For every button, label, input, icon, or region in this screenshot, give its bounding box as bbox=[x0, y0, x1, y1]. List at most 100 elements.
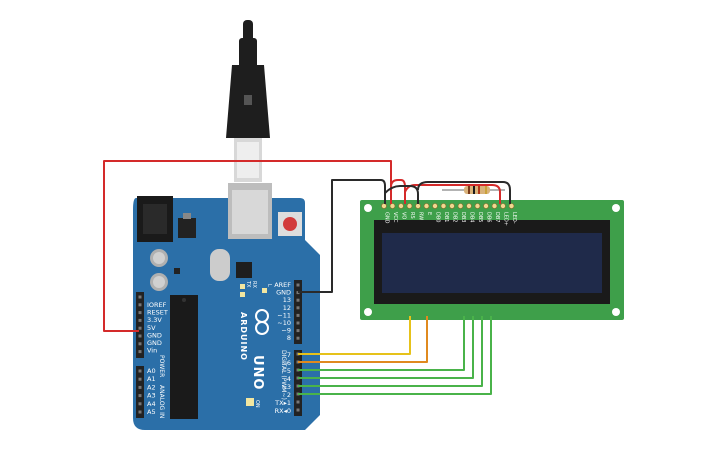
header-pin bbox=[296, 283, 300, 287]
header-pin bbox=[138, 385, 142, 389]
power-section-label: POWER bbox=[158, 355, 165, 377]
top-pin-label: 12 bbox=[283, 304, 291, 312]
analog-pin-label: A1 bbox=[147, 375, 156, 383]
wire-gnd-black bbox=[298, 179, 386, 293]
lcd-pin-label: DB7 bbox=[494, 212, 500, 222]
analog-pin-label: A3 bbox=[147, 392, 156, 400]
analog-pin-label: A5 bbox=[147, 408, 156, 416]
wire-5v-red bbox=[103, 160, 392, 332]
lcd-pin-label: LED- bbox=[511, 212, 517, 224]
lcd-pin bbox=[381, 203, 387, 209]
arduino-digital-header-bottom bbox=[294, 350, 302, 416]
power-pin-label: GND bbox=[147, 339, 162, 347]
wire-black-rw bbox=[384, 185, 419, 204]
header-pin bbox=[296, 408, 300, 412]
wire-d5-green bbox=[298, 316, 465, 371]
wires bbox=[103, 160, 511, 395]
digital-pin-label: RX◂0 bbox=[275, 407, 291, 415]
lcd-pin bbox=[466, 203, 472, 209]
top-pin-label: 8 bbox=[287, 334, 291, 342]
lcd-pin bbox=[508, 203, 515, 209]
lcd-pin bbox=[483, 203, 489, 209]
digital-pin-label: ~6 bbox=[281, 359, 291, 367]
led-tx-label: TX bbox=[245, 280, 251, 288]
header-pin bbox=[138, 295, 142, 299]
lcd-pin bbox=[474, 203, 481, 209]
digital-pin-label: 2 bbox=[287, 391, 291, 399]
lcd-pin-label: RW bbox=[418, 212, 424, 220]
wire-d7-yellow bbox=[298, 316, 411, 355]
wire-red-vcc bbox=[390, 179, 406, 204]
header-pin bbox=[296, 321, 300, 325]
digital-pin-label: TX▸1 bbox=[274, 399, 291, 407]
power-pin-label: IOREF bbox=[147, 301, 167, 309]
lcd-pin-label: E bbox=[426, 212, 432, 215]
top-pin-label: ~10 bbox=[277, 319, 291, 327]
lcd-pin-label: DB4 bbox=[469, 212, 475, 222]
wire-d3-green bbox=[298, 316, 483, 387]
digital-section-label: DIGITAL (PWM~) bbox=[280, 350, 287, 400]
lcd-pin bbox=[398, 203, 404, 209]
lcd-screen bbox=[382, 233, 602, 293]
lcd-pin bbox=[415, 203, 421, 209]
top-pin-label: GND bbox=[276, 289, 291, 297]
header-pin bbox=[296, 313, 300, 317]
lcd-pin bbox=[423, 203, 430, 209]
power-pin-label: Vin bbox=[147, 347, 157, 355]
header-pin bbox=[138, 342, 142, 346]
header-pin bbox=[138, 377, 142, 381]
lcd-pin-label: RS bbox=[409, 212, 415, 219]
top-pin-label: ~11 bbox=[277, 311, 291, 319]
lcd-pin bbox=[457, 203, 464, 209]
lcd-pin-label: LED+ bbox=[503, 212, 509, 226]
header-pin bbox=[138, 369, 142, 373]
led-l-label: L bbox=[266, 284, 272, 287]
lcd-pin-label: DB3 bbox=[460, 212, 466, 222]
arduino-board bbox=[133, 183, 320, 430]
lcd-module bbox=[360, 200, 624, 320]
digital-pin-label: 4 bbox=[287, 375, 291, 383]
wire-d4-green bbox=[298, 316, 474, 379]
top-pin-label: ~9 bbox=[281, 327, 291, 335]
power-pin-label: RESET bbox=[147, 309, 168, 317]
power-pin-label: GND bbox=[147, 331, 162, 339]
lcd-pin bbox=[432, 203, 438, 209]
analog-pin-label: A2 bbox=[147, 383, 156, 391]
wire-d6-orange bbox=[298, 316, 428, 363]
arduino-logo-icon bbox=[255, 309, 269, 335]
top-pin-label: AREF bbox=[274, 281, 291, 289]
lcd-pin-label: DB6 bbox=[486, 212, 492, 222]
wire-red-ledplus bbox=[404, 184, 501, 204]
digital-pin-label: ~3 bbox=[281, 383, 291, 391]
header-pin bbox=[296, 329, 300, 333]
arduino-analog-header bbox=[136, 366, 144, 418]
wire-d2-green bbox=[298, 316, 492, 395]
header-pin bbox=[138, 303, 142, 307]
resistor bbox=[442, 186, 505, 194]
lcd-pin bbox=[491, 203, 498, 209]
header-pin bbox=[296, 306, 300, 310]
arduino-power-header bbox=[136, 292, 144, 358]
lcd-pin-label: DB5 bbox=[477, 212, 483, 222]
lcd-pin-label: DB2 bbox=[452, 212, 458, 222]
header-pin bbox=[138, 334, 142, 338]
arduino-brand: ARDUINO bbox=[239, 312, 248, 361]
header-pin bbox=[296, 336, 300, 340]
digital-pin-label: 7 bbox=[287, 351, 291, 359]
digital-pin-label: ~5 bbox=[281, 367, 291, 375]
header-pin bbox=[138, 410, 142, 414]
lcd-pin bbox=[406, 203, 413, 209]
wire-black-ledminus bbox=[417, 181, 511, 204]
led-rx-label: RX bbox=[251, 281, 257, 288]
lcd-pin-label: VO bbox=[401, 212, 407, 219]
lcd-pin-label: DB0 bbox=[435, 212, 441, 222]
header-pin bbox=[138, 394, 142, 398]
header-pin bbox=[296, 298, 300, 302]
lcd-pin bbox=[440, 203, 447, 209]
header-pin bbox=[138, 318, 142, 322]
analog-pin-label: A4 bbox=[147, 400, 156, 408]
on-label: ON bbox=[254, 400, 260, 408]
header-pin bbox=[138, 350, 142, 354]
